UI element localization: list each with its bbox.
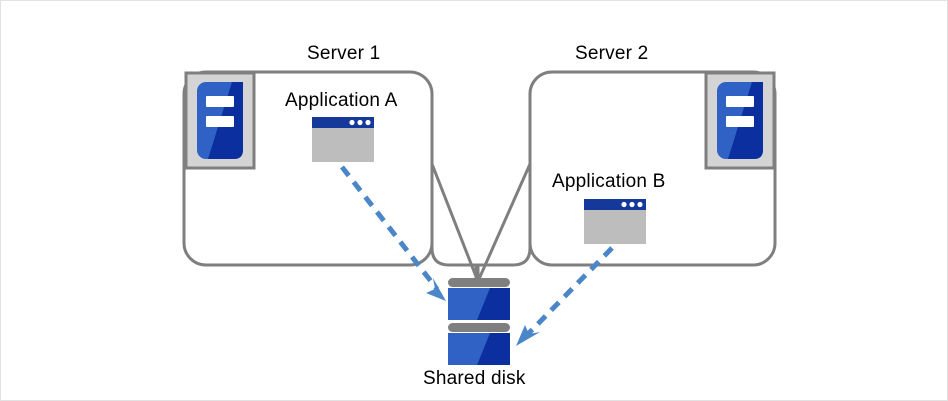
application-a-label: Application A: [285, 90, 398, 111]
server-icon-bar-top: [206, 96, 234, 107]
server-icon-bar-bottom: [206, 116, 234, 127]
server-icon: [717, 82, 763, 159]
shared-disk-label: Shared disk: [423, 368, 526, 389]
connector-v-left: [430, 163, 479, 280]
connector-server2-to-disk: [476, 164, 532, 278]
server-icon-bar-top: [726, 96, 754, 107]
application-b-label: Application B: [552, 171, 666, 192]
disk-bar-lower: [448, 323, 510, 332]
disk-bar-upper: [448, 278, 510, 287]
shared-disk-icon[interactable]: [448, 278, 510, 365]
window-dot: [357, 119, 363, 126]
window-dot: [349, 119, 355, 126]
server-icon: [197, 82, 243, 159]
server2-icon-group: [704, 71, 776, 170]
arrow-app-a-to-disk: [340, 165, 446, 301]
server1-icon-group: [184, 71, 256, 170]
arrow-app-b-to-disk: [516, 246, 614, 346]
server2-label: Server 2: [575, 43, 649, 64]
application-b-icon[interactable]: [584, 199, 646, 244]
window-dot: [629, 201, 635, 208]
window-dot: [365, 119, 371, 126]
server1-label: Server 1: [307, 43, 381, 64]
window-dot: [637, 201, 643, 208]
connector-server1-to-disk: [430, 164, 478, 278]
window-titlebar: [312, 117, 374, 128]
application-a-icon[interactable]: [312, 117, 374, 162]
window-dot: [621, 201, 627, 208]
connector-v-right: [477, 163, 532, 280]
server-icon-bar-bottom: [726, 116, 754, 127]
window-titlebar: [584, 199, 646, 210]
